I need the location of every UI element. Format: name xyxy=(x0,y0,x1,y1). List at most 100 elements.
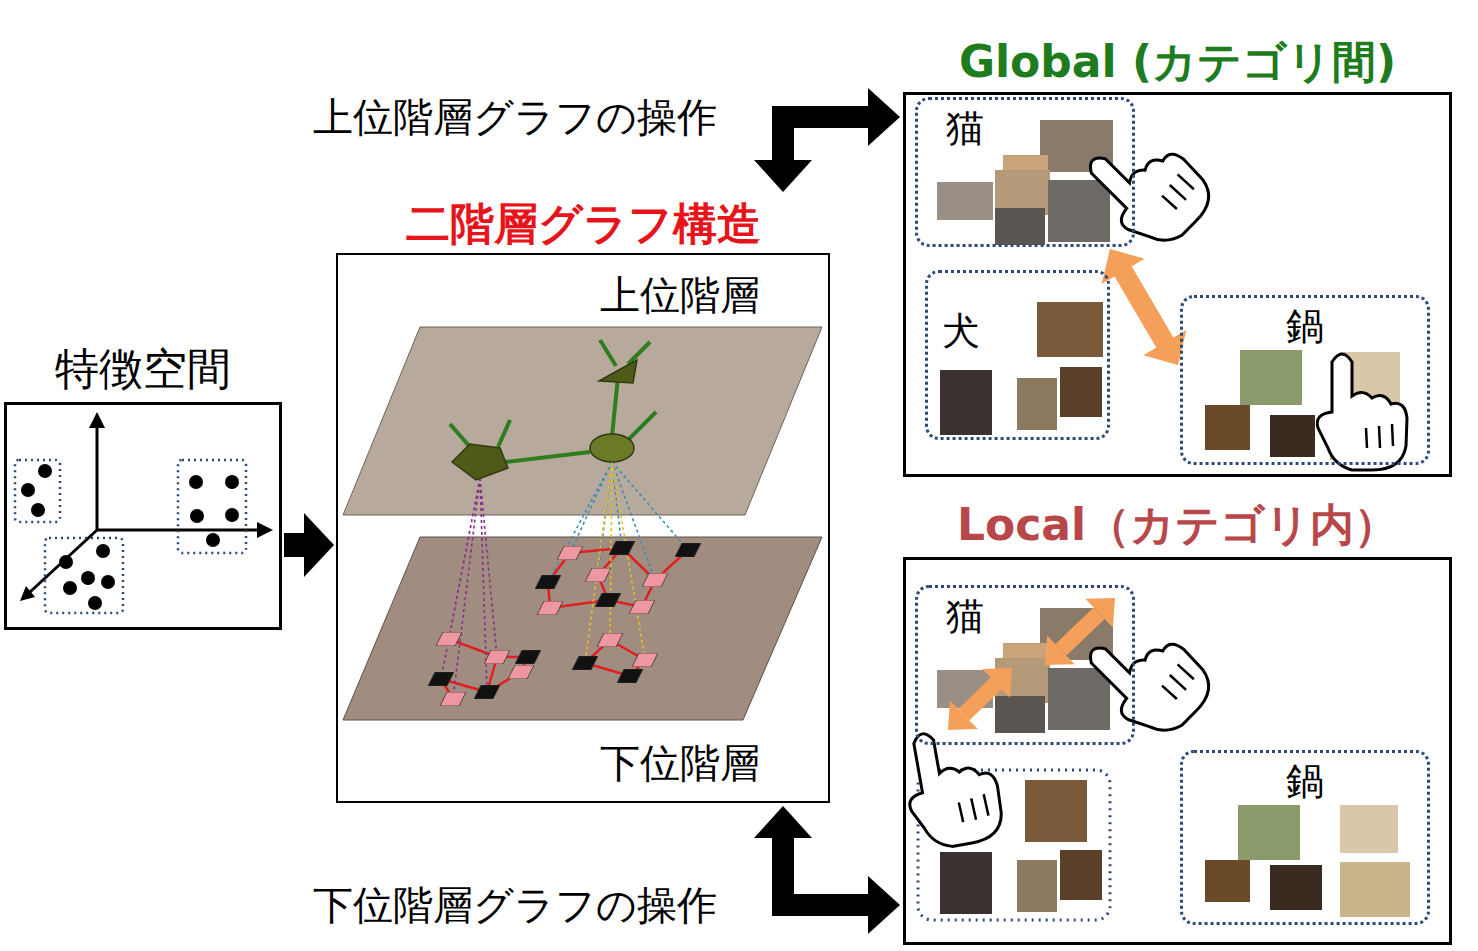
axis-head xyxy=(89,412,105,428)
arrowhead xyxy=(868,88,900,146)
hand-icon xyxy=(1317,354,1407,470)
cluster-outline xyxy=(15,460,60,522)
data-points xyxy=(96,544,110,558)
panel-heading: 特徴空間 xyxy=(55,340,231,399)
lower-graph-nodes xyxy=(484,650,510,664)
data-points xyxy=(190,509,204,523)
data-points xyxy=(225,475,239,489)
data-points xyxy=(59,555,73,569)
lower-graph-nodes xyxy=(597,633,623,647)
upper-graph-edges xyxy=(450,340,656,462)
lower-graph-nodes xyxy=(440,692,466,706)
category-group: 鍋 xyxy=(1180,750,1430,925)
data-points xyxy=(225,508,239,522)
photo-thumbnail xyxy=(995,696,1045,733)
within-category-arrows xyxy=(1085,598,1115,628)
arrowhead xyxy=(868,876,900,934)
layer-mapping-lines xyxy=(441,462,688,699)
hand-icon xyxy=(1075,114,1220,259)
scatter-plot xyxy=(15,412,273,613)
lower-graph-nodes xyxy=(535,575,561,589)
category-group: 鍋 xyxy=(1180,295,1430,465)
layer-mapping-lines xyxy=(548,462,688,582)
upper-node-ellipse xyxy=(590,434,634,462)
lower-graph-nodes xyxy=(642,573,668,587)
connector-line xyxy=(1122,269,1166,345)
connector-line xyxy=(783,117,871,163)
panel: Local（カテゴリ内） 猫鍋 xyxy=(903,493,1452,945)
lower-graph-nodes xyxy=(436,632,462,646)
connector-arrow xyxy=(754,806,900,934)
photo-thumbnail xyxy=(937,182,993,220)
cluster-outline xyxy=(178,460,246,553)
layer-mapping-lines xyxy=(585,462,645,663)
data-points xyxy=(38,464,52,478)
category-label: 猫 xyxy=(946,106,984,152)
lower-graph-nodes xyxy=(617,669,643,683)
layer-label: 下位階層 xyxy=(600,739,760,787)
lower-graph-nodes xyxy=(629,600,655,614)
data-points xyxy=(63,581,77,595)
layer-mapping-lines xyxy=(441,478,497,699)
edge-label: 下位階層グラフの操作 xyxy=(313,881,717,929)
arrowhead xyxy=(754,160,812,192)
photo-thumbnail xyxy=(995,208,1045,245)
category-group: 猫 xyxy=(915,585,1135,745)
photo-thumbnail xyxy=(1025,780,1087,842)
category-group: 犬 xyxy=(925,270,1110,440)
axis-line xyxy=(30,426,258,592)
photo-thumbnail xyxy=(1017,378,1057,430)
photo-thumbnail xyxy=(1240,350,1302,405)
data-points xyxy=(21,483,35,497)
connector-arrow xyxy=(1102,249,1187,365)
lower-graph-nodes xyxy=(474,685,500,699)
data-points xyxy=(206,533,220,547)
data-points xyxy=(88,596,102,610)
upper-node-triangle xyxy=(599,360,637,383)
connector-line xyxy=(284,533,307,557)
photo-thumbnail xyxy=(1238,805,1300,860)
panel: 上位階層下位階層二階層グラフ構造 xyxy=(336,195,830,803)
data-points xyxy=(101,575,115,589)
within-category-arrows xyxy=(1061,613,1099,650)
panel-heading: Local（カテゴリ内） xyxy=(957,496,1398,555)
connector-arrow xyxy=(284,513,334,577)
hand-icons xyxy=(898,114,1407,852)
arrowhead xyxy=(754,806,812,838)
photo-thumbnail xyxy=(1270,415,1315,457)
panel-heading: 二階層グラフ構造 xyxy=(406,195,761,254)
panel-heading: Global (カテゴリ間) xyxy=(959,33,1396,92)
axis-head xyxy=(20,586,35,601)
panel-frame xyxy=(4,402,282,630)
photo-thumbnail xyxy=(1060,850,1102,900)
data-points xyxy=(31,503,45,517)
layer-label: 上位階層 xyxy=(600,271,760,319)
axis-head xyxy=(257,522,273,538)
upper-graph xyxy=(450,340,656,480)
cluster-outline xyxy=(45,538,123,613)
lower-graph-nodes xyxy=(595,593,621,607)
category-label: 鍋 xyxy=(1286,304,1324,350)
panel: Global (カテゴリ間) 猫犬 鍋 xyxy=(903,32,1452,477)
panel-frame: 上位階層下位階層 xyxy=(336,253,830,803)
connector-arrow xyxy=(754,88,900,192)
hand-icon xyxy=(1075,604,1220,749)
photo-thumbnail xyxy=(940,852,992,914)
graph-illustration xyxy=(343,327,822,720)
lower-plane xyxy=(343,537,822,720)
category-label: 猫 xyxy=(946,594,984,640)
edge-label: 上位階層グラフの操作 xyxy=(313,93,717,141)
lower-graph-nodes xyxy=(537,601,563,615)
photo-thumbnail xyxy=(1048,180,1110,242)
lower-graph-nodes xyxy=(428,672,454,686)
photo-thumbnail xyxy=(1037,302,1103,357)
photo-thumbnail xyxy=(1205,860,1250,902)
upper-plane xyxy=(343,327,822,515)
photo-thumbnail xyxy=(940,370,992,435)
data-points xyxy=(81,571,95,585)
panel: 特徴空間 xyxy=(4,335,282,630)
arrowhead xyxy=(304,513,334,577)
photo-thumbnail xyxy=(1270,865,1322,910)
